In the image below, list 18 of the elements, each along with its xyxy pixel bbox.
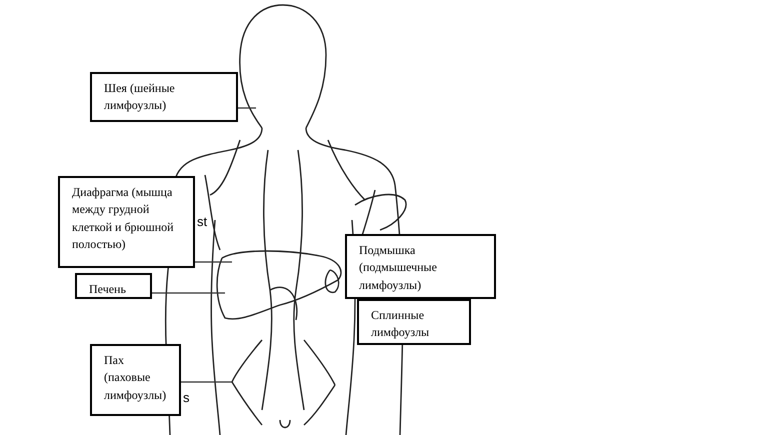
label-text: Пах (паховые лимфоузлы) <box>104 352 168 404</box>
label-text: Подмышка (подмышечные лимфоузлы) <box>359 242 438 294</box>
label-box <box>345 234 496 299</box>
label-text: Диафрагма (мышца между грудной клеткой и брюшной полостью) <box>72 184 175 254</box>
leader-line <box>195 261 232 263</box>
label-box <box>58 176 195 268</box>
leader-line <box>238 107 256 109</box>
leader-line <box>181 381 232 383</box>
label-box <box>75 273 152 299</box>
partial-label: s <box>183 390 190 405</box>
label-box <box>90 344 181 416</box>
label-text: Шея (шейные лимфоузлы) <box>104 80 176 114</box>
label-text: Печень <box>89 281 127 298</box>
partial-label: st <box>197 214 208 229</box>
leader-line <box>152 292 225 294</box>
label-box <box>357 299 471 345</box>
label-text: Сплинные лимфоузлы <box>371 307 430 342</box>
label-box <box>90 72 238 122</box>
